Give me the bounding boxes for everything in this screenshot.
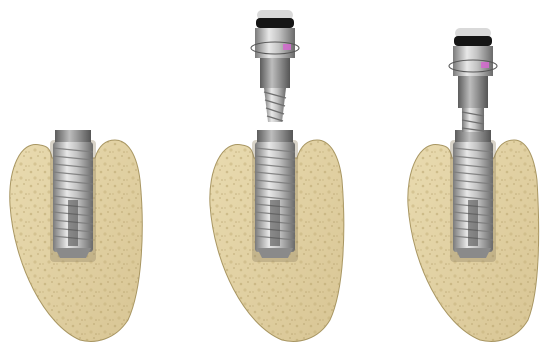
panel-2	[210, 10, 344, 341]
implant-body	[255, 130, 295, 258]
healing-abutment	[449, 28, 497, 132]
panel-3	[408, 28, 539, 341]
healing-abutment	[251, 10, 299, 122]
panel-1	[10, 130, 142, 341]
implant-body	[53, 130, 93, 258]
implant-body	[453, 130, 493, 258]
